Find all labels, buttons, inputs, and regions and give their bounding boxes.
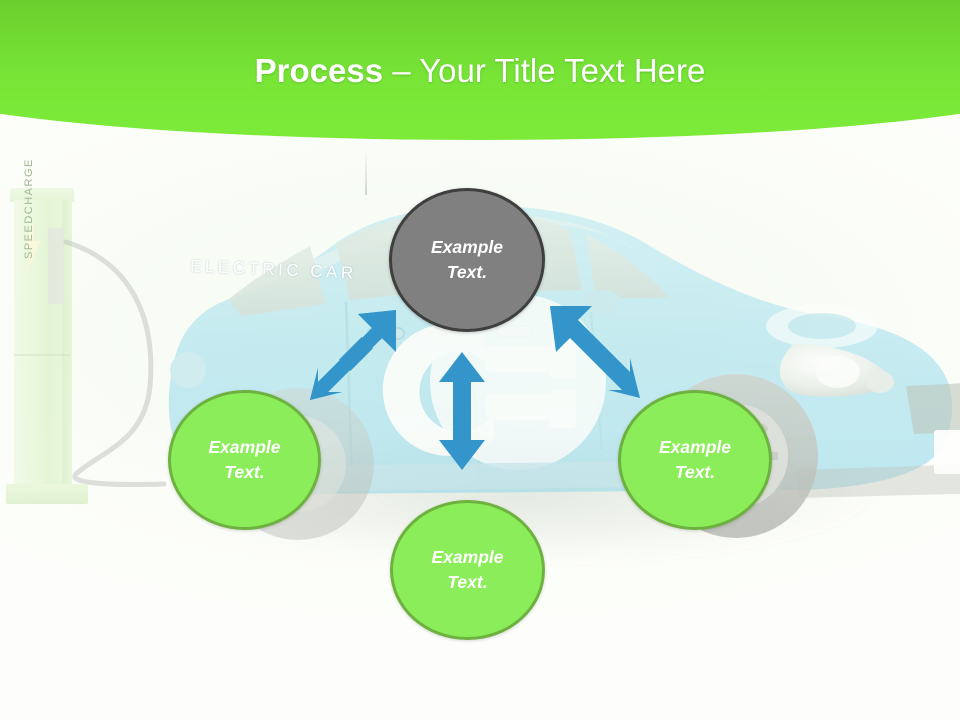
bubble-left-line1: Example [208,436,281,457]
bubble-top-line2: Text. [446,262,488,282]
bubble-left[interactable]: Example Text. [168,390,321,530]
station-screen [48,228,64,304]
station-label: SPEEDCHARGE [23,158,35,259]
bubble-bottom-line2: Text. [447,572,488,592]
station-seam [14,354,70,356]
charging-cable [63,239,167,488]
arrow-diagonal-ne-sw [310,310,396,400]
bubble-bottom-line1: Example [431,546,504,567]
title-separator: – [383,52,420,89]
bubble-right[interactable]: Example Text. [618,390,772,530]
station-cap [10,188,74,202]
charging-station [6,188,92,504]
bubble-left-line2: Text. [224,462,265,482]
arrow-vertical [439,352,485,470]
title-bold-part: Process [254,52,384,89]
title-rest-part: Your Title Text Here [419,52,706,89]
station-base [6,484,88,504]
station-body [14,200,70,488]
bubble-right-line1: Example [659,436,731,457]
car-antenna [365,150,367,195]
arrow-diagonal-nw-se [550,306,640,398]
station-body-edge [62,200,72,488]
hood-logo [766,304,878,348]
bubble-top-line1: Example [431,236,503,257]
page-title: Process – Your Title Text Here [0,52,960,90]
bubble-top[interactable]: Example Text. [389,188,545,332]
bubble-bottom[interactable]: Example Text. [390,500,545,640]
header-band [0,0,960,140]
bubble-right-line2: Text. [674,462,716,482]
